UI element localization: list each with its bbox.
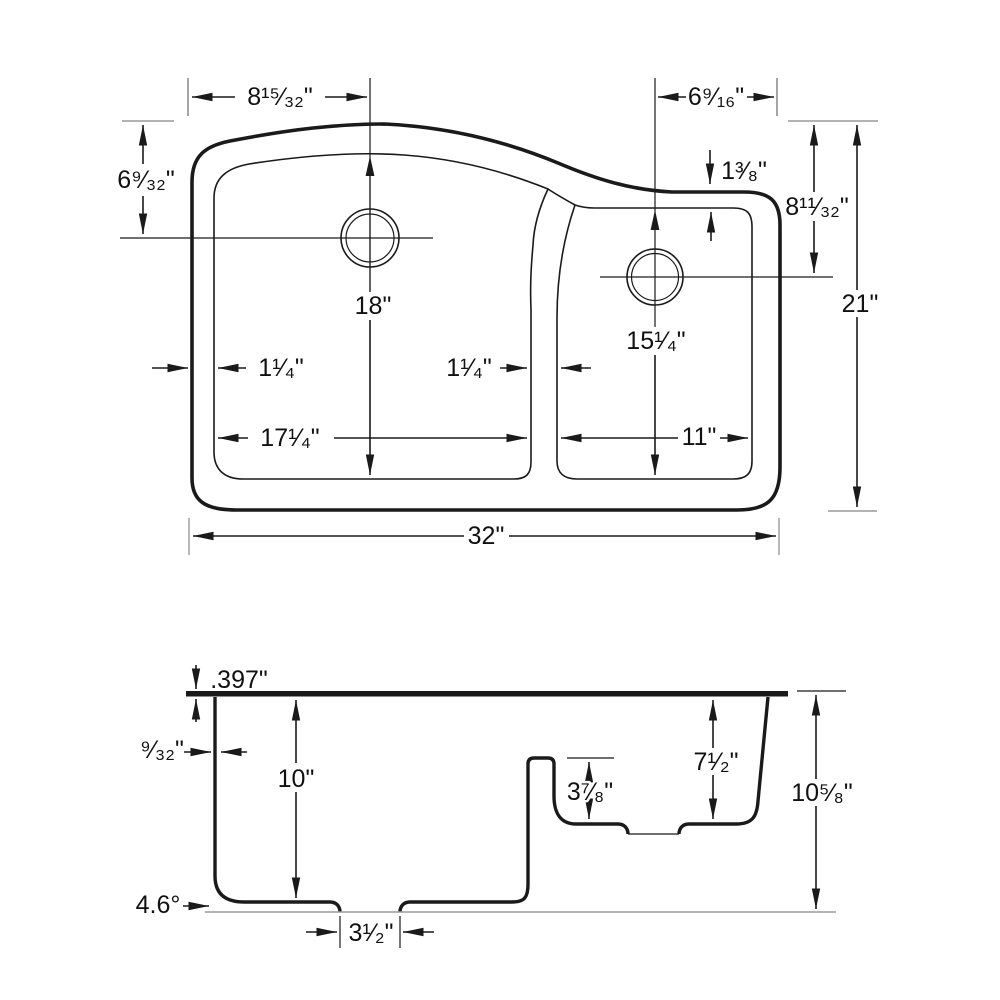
dim-right-rim-gap-label: 1³⁄₈" bbox=[721, 157, 767, 185]
dim-right-hole-offset-x-label: 6⁹⁄₁₆" bbox=[688, 83, 744, 111]
dim-right-hole-offset-x: 6⁹⁄₁₆" bbox=[654, 78, 774, 327]
dim-right-bowl-width-label: 11" bbox=[682, 423, 717, 451]
dim-overall-depth-label: 10⁵⁄₈" bbox=[791, 779, 853, 807]
dim-drain-recess-width-label: 3¹⁄₂" bbox=[349, 919, 394, 947]
dim-left-bowl-width-label: 17¹⁄₄" bbox=[260, 424, 319, 452]
dim-overall-depth: 10⁵⁄₈" bbox=[789, 690, 855, 909]
dim-left-hole-offset-y-label: 6⁹⁄₃₂" bbox=[117, 166, 175, 194]
dim-left-bowl-front-to-back-label: 18" bbox=[355, 292, 392, 320]
dim-counter-thickness: .397" bbox=[191, 664, 270, 722]
dim-rim-width: 1¹⁄₄" bbox=[152, 352, 306, 385]
dim-right-hole-offset-y-label: 8¹¹⁄₃₂" bbox=[785, 193, 849, 221]
up-arrow-icon bbox=[650, 210, 660, 230]
left-bowl-outline bbox=[213, 152, 550, 480]
dim-divider-to-bottom-label: 3⁷⁄₈" bbox=[567, 778, 613, 806]
dim-left-bowl-depth: 10" bbox=[275, 700, 317, 898]
dim-counter-thickness-label: .397" bbox=[210, 666, 268, 694]
right-bowl-outline bbox=[556, 203, 753, 480]
dim-drain-recess-width: 3¹⁄₂" bbox=[306, 916, 434, 950]
countertop-line bbox=[186, 691, 788, 697]
dim-right-bowl-front-to-back-label: 15¹⁄₄" bbox=[626, 327, 685, 355]
dim-divider-width-label: 1¹⁄₄" bbox=[446, 354, 491, 382]
top-view: 8¹⁵⁄₃₂" 6⁹⁄₁₆" 6⁹⁄₃₂" 1³⁄₈" 8¹¹⁄₃₂" bbox=[115, 78, 881, 555]
dim-overall-front-to-back-label: 21" bbox=[842, 290, 879, 318]
dim-rim-width-label: 1¹⁄₄" bbox=[258, 354, 303, 382]
sink-outer-outline bbox=[190, 122, 782, 512]
dim-left-bowl-depth-label: 10" bbox=[278, 765, 315, 793]
dim-divider-width: 1¹⁄₄" bbox=[444, 352, 591, 385]
dim-left-bowl-front-to-back: 18" bbox=[352, 156, 394, 475]
dim-left-hole-offset-x-label: 8¹⁵⁄₃₂" bbox=[247, 83, 313, 111]
dim-bottom-slope-label: 4.6° bbox=[136, 891, 181, 919]
dim-right-hole-offset-y: 8¹¹⁄₃₂" bbox=[783, 125, 851, 273]
side-view: .397" ⁹⁄₃₂" 10" 3⁷⁄₈" 7¹⁄₂" bbox=[133, 664, 855, 950]
dim-right-bowl-width: 11" bbox=[561, 421, 748, 454]
dim-overall-width: 32" bbox=[193, 520, 776, 553]
dim-right-bowl-front-to-back: 15¹⁄₄" bbox=[624, 210, 688, 475]
dim-left-hole-offset-x: 8¹⁵⁄₃₂" bbox=[192, 78, 371, 292]
dim-wall-thickness: ⁹⁄₃₂" bbox=[138, 734, 247, 767]
dim-bottom-slope: 4.6° bbox=[133, 889, 209, 922]
sink-profile-left bbox=[213, 697, 342, 913]
rim-inner-edge bbox=[547, 188, 576, 206]
dim-right-bowl-depth: 7¹⁄₂" bbox=[691, 700, 741, 819]
dim-overall-front-to-back: 21" bbox=[839, 125, 881, 507]
dim-right-rim-gap: 1³⁄₈" bbox=[705, 150, 769, 241]
dim-overall-width-label: 32" bbox=[468, 522, 505, 550]
sink-profile-right bbox=[677, 696, 770, 835]
dim-left-bowl-width: 17¹⁄₄" bbox=[218, 422, 527, 455]
dim-wall-thickness-label: ⁹⁄₃₂" bbox=[140, 736, 184, 764]
sink-profile-middle bbox=[398, 756, 630, 913]
dim-divider-to-bottom: 3⁷⁄₈" bbox=[564, 757, 616, 819]
up-arrow-icon bbox=[365, 156, 375, 176]
dim-right-bowl-depth-label: 7¹⁄₂" bbox=[694, 748, 739, 776]
dim-left-hole-offset-y: 6⁹⁄₃₂" bbox=[115, 125, 177, 234]
